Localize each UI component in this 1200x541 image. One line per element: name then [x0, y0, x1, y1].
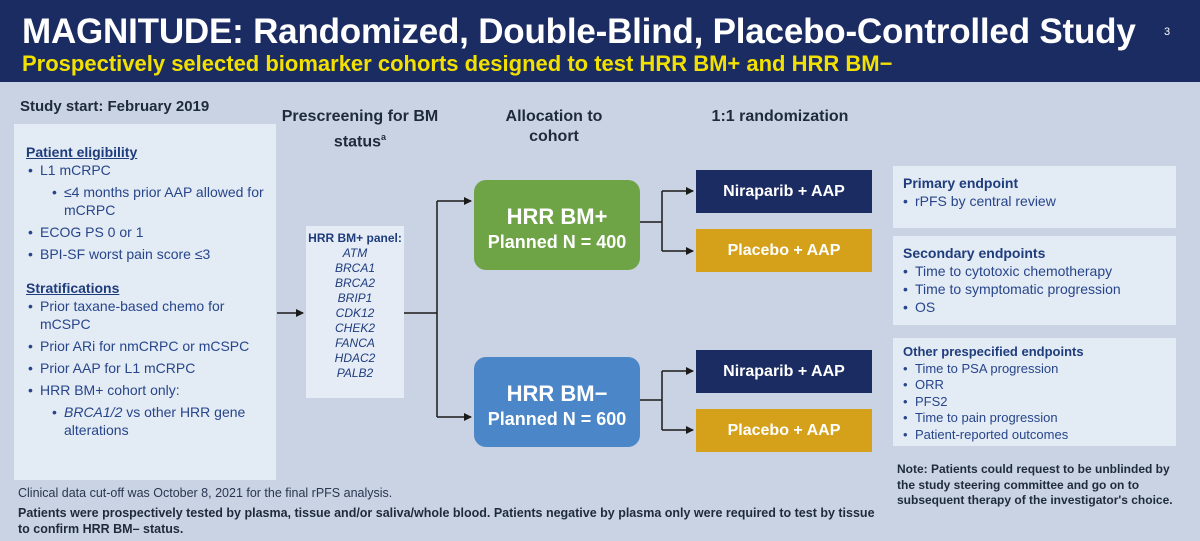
- gene-item: CDK12: [335, 306, 375, 320]
- arm-niraparib-positive: Niraparib + AAP: [696, 170, 872, 213]
- cohort-planned-n: Planned N = 400: [487, 232, 627, 252]
- primary-endpoint-box: Primary endpoint rPFS by central review: [893, 166, 1176, 228]
- endpoint-item: PFS2: [903, 394, 1166, 411]
- slide-subtitle: Prospectively selected biomarker cohorts…: [22, 51, 893, 76]
- brca-gene-text: BRCA1/2: [64, 404, 123, 420]
- gene-item: HDAC2: [334, 351, 376, 365]
- endpoint-item: Patient-reported outcomes: [903, 427, 1166, 444]
- cohort-name: HRR BM+: [506, 204, 608, 229]
- randomization-column-header: 1:1 randomization: [711, 108, 849, 125]
- eligibility-heading: Patient eligibility: [26, 144, 138, 160]
- endpoint-item: Time to PSA progression: [903, 361, 1166, 378]
- header-bar: MAGNITUDE: Randomized, Double-Blind, Pla…: [0, 0, 1200, 82]
- unblinding-note: Note: Patients could request to be unbli…: [897, 462, 1173, 507]
- data-cutoff-text: Clinical data cut-off was October 8, 202…: [18, 486, 393, 500]
- arm-placebo-negative: Placebo + AAP: [696, 409, 872, 452]
- secondary-endpoints-title: Secondary endpoints: [903, 245, 1046, 261]
- cohort-planned-n: Planned N = 600: [487, 409, 627, 429]
- endpoint-item: ORR: [903, 377, 1166, 394]
- eligibility-item: BPI-SF worst pain score ≤3: [26, 245, 276, 263]
- allocation-column-header: Allocation to cohort: [505, 108, 603, 145]
- gene-item: CHEK2: [334, 321, 375, 335]
- cohort-name: HRR BM−: [506, 381, 608, 406]
- arm-placebo-positive: Placebo + AAP: [696, 229, 872, 272]
- biomarker-panel: HRR BM+ panel: ATM BRCA1 BRCA2 BRIP1 CDK…: [306, 226, 404, 398]
- gene-item: BRCA1: [334, 261, 375, 275]
- endpoint-item: Time to cytotoxic chemotherapy: [903, 262, 1166, 280]
- endpoint-item: Time to pain progression: [903, 410, 1166, 427]
- stratification-item: Prior taxane-based chemo for mCSPC: [26, 297, 276, 333]
- stratification-item: Prior ARi for nmCRPC or mCSPC: [26, 337, 276, 355]
- endpoint-item: OS: [903, 298, 1166, 316]
- cohort-hrr-positive: HRR BM+ Planned N = 400: [474, 180, 640, 270]
- stratification-item: Prior AAP for L1 mCRPC: [26, 359, 276, 377]
- footnote-marker: a: [381, 132, 387, 142]
- other-endpoints-title: Other prespecified endpoints: [903, 344, 1084, 359]
- endpoint-item: Time to symptomatic progression: [903, 280, 1166, 298]
- gene-item: PALB2: [336, 366, 374, 380]
- arm-niraparib-negative: Niraparib + AAP: [696, 350, 872, 393]
- endpoint-item: rPFS by central review: [903, 192, 1166, 210]
- slide-title: MAGNITUDE: Randomized, Double-Blind, Pla…: [22, 12, 1136, 51]
- brca-comparison-text: vs other HRR gene alterations: [64, 404, 246, 438]
- stratification-subitem: BRCA1/2 vs other HRR gene alterations: [26, 403, 276, 439]
- gene-item: FANCA: [335, 336, 375, 350]
- footnote-text: Patients were prospectively tested by pl…: [18, 506, 875, 536]
- stratifications-heading: Stratifications: [26, 280, 120, 296]
- cohort-hrr-negative: HRR BM− Planned N = 600: [474, 357, 640, 447]
- secondary-endpoints-box: Secondary endpoints Time to cytotoxic ch…: [893, 236, 1176, 325]
- eligibility-item: ECOG PS 0 or 1: [26, 223, 276, 241]
- gene-item: ATM: [342, 246, 368, 260]
- biomarker-panel-title: HRR BM+ panel:: [308, 231, 402, 245]
- primary-endpoint-title: Primary endpoint: [903, 175, 1019, 191]
- gene-item: BRCA2: [334, 276, 375, 290]
- slide-number: 3: [1164, 26, 1171, 38]
- stratification-item: HRR BM+ cohort only:: [26, 381, 276, 399]
- gene-item: BRIP1: [337, 291, 373, 305]
- prescreen-column-header: Prescreening for BM statusa: [281, 108, 439, 151]
- eligibility-subitem: ≤4 months prior AAP allowed for mCRPC: [26, 183, 276, 219]
- other-endpoints-box: Other prespecified endpoints Time to PSA…: [893, 338, 1176, 446]
- eligibility-content: Patient eligibility L1 mCRPC ≤4 months p…: [26, 143, 276, 439]
- eligibility-item: L1 mCRPC: [26, 161, 276, 179]
- study-start-label: Study start: February 2019: [20, 98, 210, 115]
